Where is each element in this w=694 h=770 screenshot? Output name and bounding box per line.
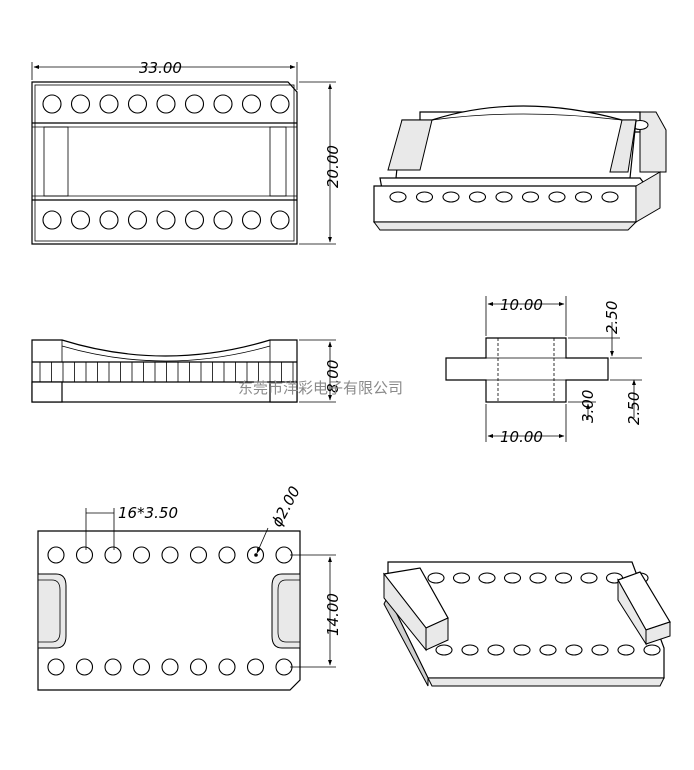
pin-hole <box>132 546 151 564</box>
pin-hole <box>270 94 290 114</box>
pin-hole <box>161 546 179 564</box>
pin-hole <box>104 546 122 564</box>
pin-hole <box>47 658 65 676</box>
pin-hole <box>468 191 487 203</box>
pin-hole <box>42 210 62 230</box>
pin-hole <box>241 210 262 230</box>
pin-hole <box>580 572 598 584</box>
pin-hole <box>47 546 65 564</box>
top-view-lower-pins <box>42 210 290 230</box>
side-view-pin-rows <box>39 362 294 382</box>
pin-hole <box>415 191 434 203</box>
iso-bottom-front-pins <box>435 644 661 656</box>
pin-hole <box>184 94 205 114</box>
dim-row-spacing: 14.00 <box>324 593 342 636</box>
pin-hole <box>189 658 208 676</box>
pin-hole <box>617 644 635 656</box>
dim-pin-diameter: ϕ2.00 <box>268 483 304 530</box>
pin-hole <box>487 644 505 656</box>
pin-hole <box>601 191 619 203</box>
pin-hole <box>42 94 62 114</box>
dim-end-base: 3.00 <box>579 390 597 423</box>
dim-top-height: 20.00 <box>324 145 342 188</box>
pin-hole <box>275 658 293 676</box>
pin-hole <box>521 191 540 203</box>
pin-hole <box>435 644 453 656</box>
top-view: 33.00 20.00 <box>31 59 342 245</box>
pin-hole <box>389 191 407 203</box>
dim-pin-pitch: 16*3.50 <box>118 504 178 522</box>
pin-hole <box>548 191 566 203</box>
dim-end-width-bottom: 10.00 <box>500 428 543 446</box>
pin-hole <box>70 210 91 230</box>
pin-hole <box>452 572 471 584</box>
pin-hole <box>461 644 479 656</box>
pin-hole <box>213 210 233 230</box>
pin-hole <box>513 644 531 656</box>
pin-center-mark <box>254 553 258 557</box>
pin-hole <box>99 94 119 114</box>
dim-end-flange-top: 2.50 <box>603 301 621 334</box>
isometric-top-view <box>373 105 667 231</box>
pin-hole <box>275 546 293 564</box>
bottom-view-upper-pins <box>47 546 293 564</box>
pin-hole <box>189 546 208 564</box>
pin-hole <box>539 644 557 656</box>
pin-hole <box>643 644 661 656</box>
pin-hole <box>591 644 609 656</box>
pin-hole <box>104 658 122 676</box>
top-view-upper-pins <box>42 94 290 114</box>
pin-hole <box>270 210 290 230</box>
bottom-view: 16*3.50 ϕ2.00 14.00 <box>37 483 342 691</box>
pin-hole <box>127 94 148 114</box>
pin-hole <box>132 658 151 676</box>
pin-hole <box>495 191 513 203</box>
pin-hole <box>156 210 176 230</box>
pin-hole <box>70 94 91 114</box>
pin-hole <box>75 658 94 676</box>
pin-hole <box>75 546 94 564</box>
side-view: 8.00 <box>31 339 342 403</box>
pin-hole <box>241 94 262 114</box>
pin-hole <box>565 644 583 656</box>
iso-top-front-pins <box>389 191 619 203</box>
iso-bottom-back-pins <box>427 572 649 584</box>
pin-hole <box>218 546 236 564</box>
pin-hole <box>161 658 179 676</box>
pin-hole <box>442 191 460 203</box>
pin-hole <box>127 210 148 230</box>
pin-hole <box>554 572 573 584</box>
dim-end-width-top: 10.00 <box>500 296 543 314</box>
pin-hole <box>156 94 176 114</box>
dim-end-flange-bottom: 2.50 <box>625 392 643 425</box>
watermark: 东莞市洋彩电子有限公司 <box>238 379 403 397</box>
pin-hole <box>503 572 522 584</box>
pin-hole <box>478 572 496 584</box>
end-view: 10.00 10.00 2.50 2.50 3.00 <box>445 296 643 446</box>
pin-hole <box>218 658 236 676</box>
pin-hole <box>529 572 547 584</box>
pin-hole <box>574 191 593 203</box>
pin-hole <box>427 572 445 584</box>
bottom-view-lower-pins <box>47 658 293 676</box>
pin-hole <box>246 658 265 676</box>
pin-hole <box>184 210 205 230</box>
pin-hole <box>213 94 233 114</box>
pin-hole <box>99 210 119 230</box>
isometric-bottom-view <box>382 561 671 687</box>
dim-top-width: 33.00 <box>139 59 182 77</box>
dim-side-height: 8.00 <box>324 360 342 393</box>
